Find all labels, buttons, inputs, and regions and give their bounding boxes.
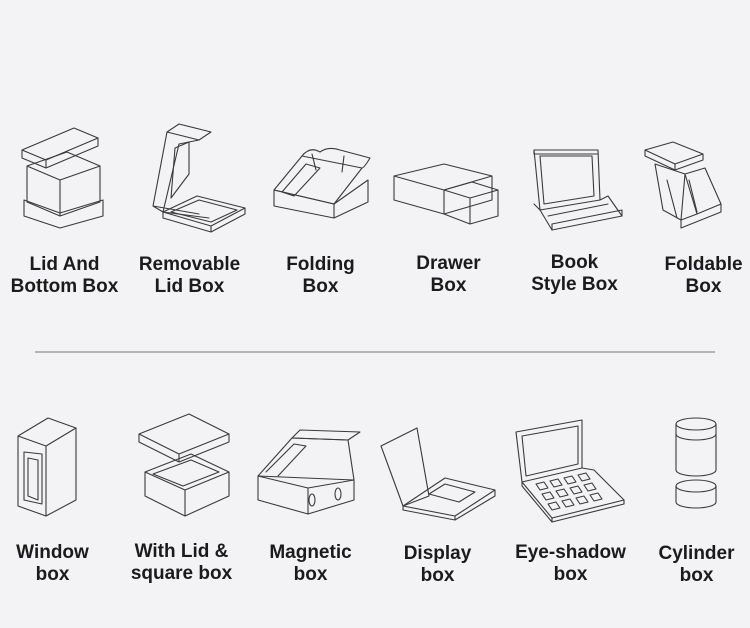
box-label-line2: Box <box>685 276 722 297</box>
section-divider <box>35 351 715 353</box>
box-label-line2: square box <box>130 563 233 584</box>
box-label-line1: Magnetic <box>269 542 352 563</box>
box-label: Cylinder box <box>634 543 750 587</box>
box-label: Display box <box>375 543 500 587</box>
box-label: Window box <box>0 542 115 586</box>
removable-lid-box-icon <box>127 120 252 235</box>
box-label-line2: Lid Box <box>154 276 225 297</box>
box-label: Folding Box <box>258 254 383 298</box>
box-label: Removable Lid Box <box>127 254 252 298</box>
box-label-line2: Box <box>302 276 339 297</box>
box-label-line1: Display <box>403 543 472 564</box>
box-label-line2: Bottom Box <box>10 276 119 297</box>
box-label: With Lid & square box <box>119 541 244 585</box>
eye-shadow-box-icon <box>508 410 633 525</box>
magnetic-box-icon <box>248 410 373 525</box>
box-label-line2: box <box>679 565 714 586</box>
window-box-icon <box>0 410 115 525</box>
box-label-line1: With Lid & <box>134 541 229 562</box>
box-label: Eye-shadow box <box>508 542 633 586</box>
box-label-line1: Drawer <box>416 253 481 274</box>
lid-and-bottom-box-icon <box>2 120 127 235</box>
box-label: Book Style Box <box>512 252 637 296</box>
box-label-line1: Removable <box>138 254 241 275</box>
display-box-icon <box>375 410 500 525</box>
box-label-line1: Window <box>16 542 89 563</box>
box-label-line1: Book <box>550 252 599 273</box>
box-label: Lid And Bottom Box <box>2 254 127 298</box>
box-label: Foldable Box <box>641 254 750 298</box>
cylinder-box-icon <box>634 410 750 525</box>
box-label-line1: Cylinder <box>658 543 735 564</box>
box-label-line2: Box <box>430 275 467 296</box>
drawer-box-icon <box>386 120 511 235</box>
box-label: Drawer Box <box>386 253 511 297</box>
box-label-line2: box <box>293 564 328 585</box>
foldable-box-icon <box>641 120 750 235</box>
box-label-line1: Foldable <box>664 254 743 275</box>
box-label-line2: box <box>35 564 70 585</box>
box-label-line1: Lid And <box>29 254 100 275</box>
book-style-box-icon <box>512 120 637 235</box>
box-label: Magnetic box <box>248 542 373 586</box>
box-label-line2: box <box>553 564 588 585</box>
box-label-line1: Folding <box>286 254 355 275</box>
folding-box-icon <box>258 120 383 235</box>
with-lid-square-box-icon <box>119 410 244 525</box>
box-label-line2: box <box>420 565 455 586</box>
box-label-line1: Eye-shadow <box>515 542 626 563</box>
box-label-line2: Style Box <box>531 274 618 295</box>
